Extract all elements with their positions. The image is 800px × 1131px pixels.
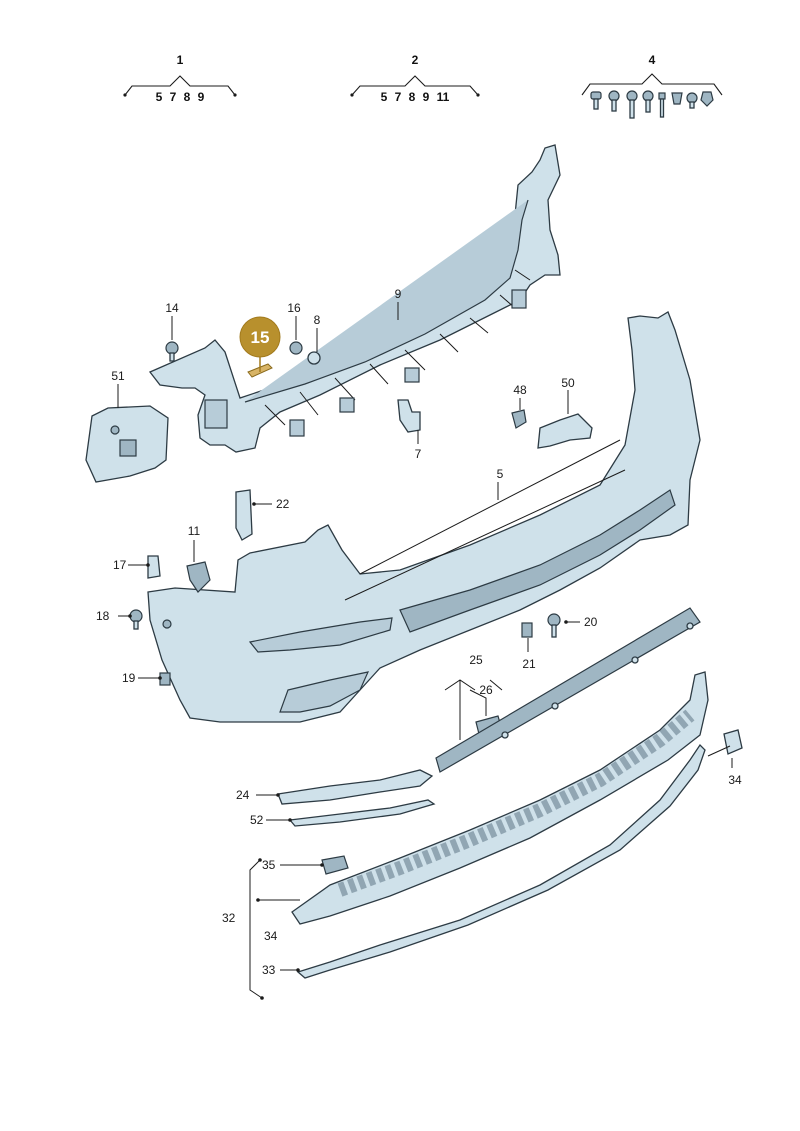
callout-19: 19 (122, 671, 136, 685)
group-1-number: 1 (177, 53, 184, 67)
callout-14: 14 (165, 301, 179, 315)
callout-18: 18 (96, 609, 110, 623)
leader-dots (128, 502, 568, 1000)
callout-5: 5 (497, 467, 504, 481)
callout-16: 16 (287, 301, 301, 315)
group-4-number: 4 (649, 53, 656, 67)
callout-50: 50 (561, 376, 575, 390)
bumper-carrier-reinforcement (148, 144, 561, 453)
small-parts (129, 341, 743, 875)
callout-34-lower: 34 (264, 929, 278, 943)
highlight-badge-15[interactable]: 15 (239, 316, 281, 372)
callout-25: 25 (469, 653, 483, 667)
sensor-strip (435, 607, 701, 773)
trim-strips (277, 743, 706, 979)
bumper-cover (147, 311, 701, 723)
callout-labels: 9 14 16 8 51 7 48 50 5 22 11 17 18 19 20… (96, 287, 742, 977)
group-2-number: 2 (412, 53, 419, 67)
group-4-header: 4 (581, 53, 723, 119)
group-2-header: 2 5 7 8 9 11 (350, 53, 480, 104)
side-bracket (85, 405, 169, 483)
callout-48: 48 (513, 383, 527, 397)
callout-17: 17 (113, 558, 127, 572)
leader-lines (117, 302, 733, 999)
callout-52: 52 (250, 813, 264, 827)
callout-26: 26 (479, 683, 493, 697)
callout-32: 32 (222, 911, 236, 925)
fastener-set-icon (590, 90, 714, 119)
callout-35: 35 (262, 858, 276, 872)
callout-9: 9 (395, 287, 402, 301)
callout-33: 33 (262, 963, 276, 977)
group-1-bracket (124, 75, 236, 96)
callout-20: 20 (584, 615, 598, 629)
group-2-members: 5 7 8 9 11 (381, 90, 450, 104)
diffuser-grille (291, 671, 709, 925)
callout-24: 24 (236, 788, 250, 802)
callout-7: 7 (415, 447, 422, 461)
callout-11: 11 (188, 524, 201, 538)
callout-51: 51 (111, 369, 125, 383)
group-4-bracket (581, 73, 723, 96)
callout-21: 21 (522, 657, 536, 671)
callout-22: 22 (276, 497, 290, 511)
group-1-header: 1 5 7 8 9 (123, 53, 237, 104)
group-2-bracket (351, 75, 479, 96)
group-1-members: 5 7 8 9 (156, 90, 205, 104)
callout-34-right: 34 (728, 773, 742, 787)
callout-8: 8 (314, 313, 321, 327)
highlight-number: 15 (251, 328, 270, 347)
